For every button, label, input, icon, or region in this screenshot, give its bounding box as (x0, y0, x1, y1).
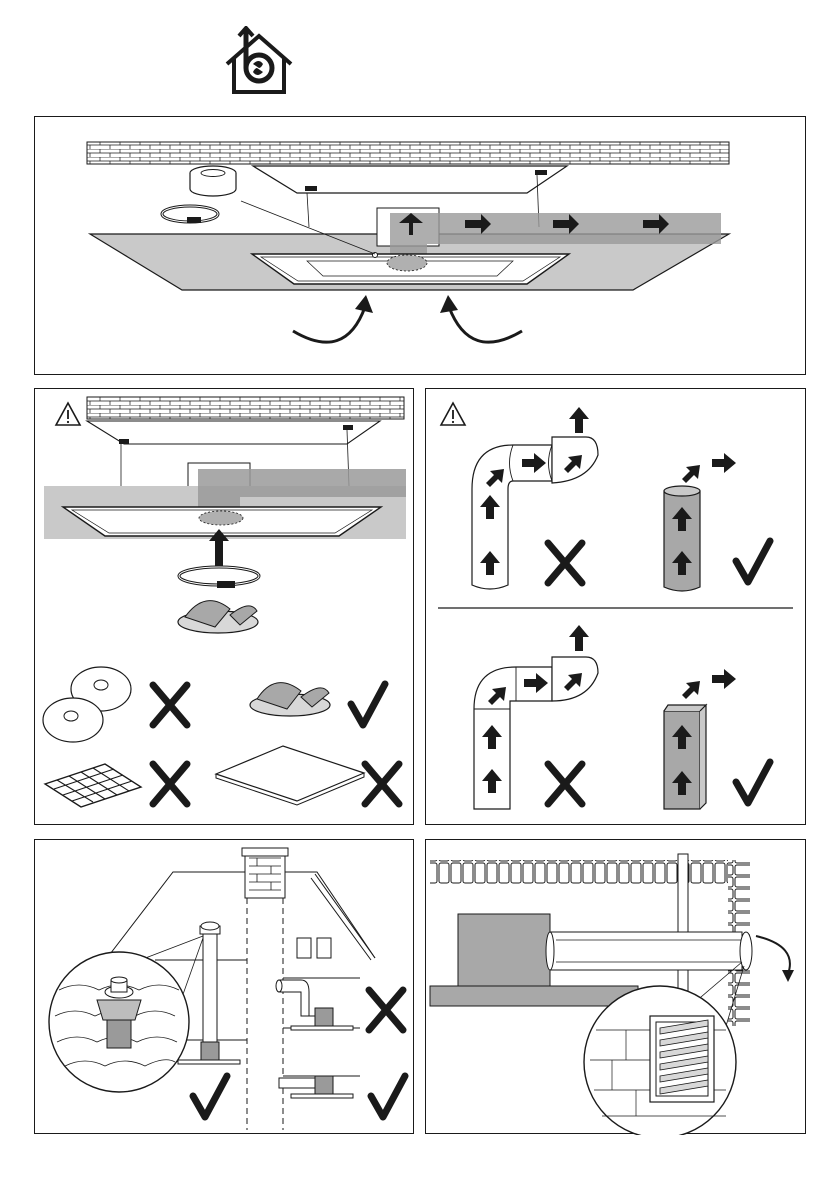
cross-icon (548, 543, 582, 583)
straight-duct-icon (664, 453, 736, 591)
roof-exhaust-panel (34, 839, 414, 1134)
duct-connection-panel (34, 388, 414, 825)
grease-filter-icon (250, 683, 330, 716)
elbow-duct-icon (474, 625, 598, 809)
cross-icon (365, 764, 399, 804)
roof-vent-icon (178, 922, 240, 1064)
recirculation-arrow-icon (293, 295, 522, 342)
tape-roll-icon (190, 166, 236, 196)
installation-overview-panel (34, 116, 806, 375)
warning-icon (441, 403, 465, 425)
cross-icon (153, 764, 187, 804)
hose-clamp-icon (179, 567, 259, 588)
louvre-grille-icon (584, 986, 736, 1135)
duct-shape-guidance-panel (425, 388, 806, 825)
rotation-arrow-icon (756, 936, 794, 982)
straight-duct-icon (279, 1076, 353, 1098)
grease-filter-icon (178, 601, 258, 633)
cross-icon (153, 685, 187, 725)
elbow-duct-icon (472, 407, 598, 589)
house-fan-logo-icon (224, 26, 294, 96)
charcoal-filter-icon (43, 667, 131, 742)
warning-icon (56, 403, 80, 425)
brick-wall-icon (87, 142, 729, 164)
elbow-duct-icon (276, 980, 353, 1030)
hose-clamp-icon (162, 206, 218, 223)
wall-exhaust-panel (425, 839, 806, 1134)
check-icon (736, 762, 770, 803)
grid-filter-icon (45, 764, 141, 807)
cross-icon (548, 764, 582, 804)
check-icon (736, 541, 770, 582)
cross-icon (369, 990, 403, 1030)
roof-tile-detail (49, 952, 189, 1092)
flat-panel-icon (216, 746, 364, 805)
straight-duct-icon (546, 932, 752, 970)
check-icon (351, 684, 385, 725)
straight-duct-icon (664, 669, 736, 809)
